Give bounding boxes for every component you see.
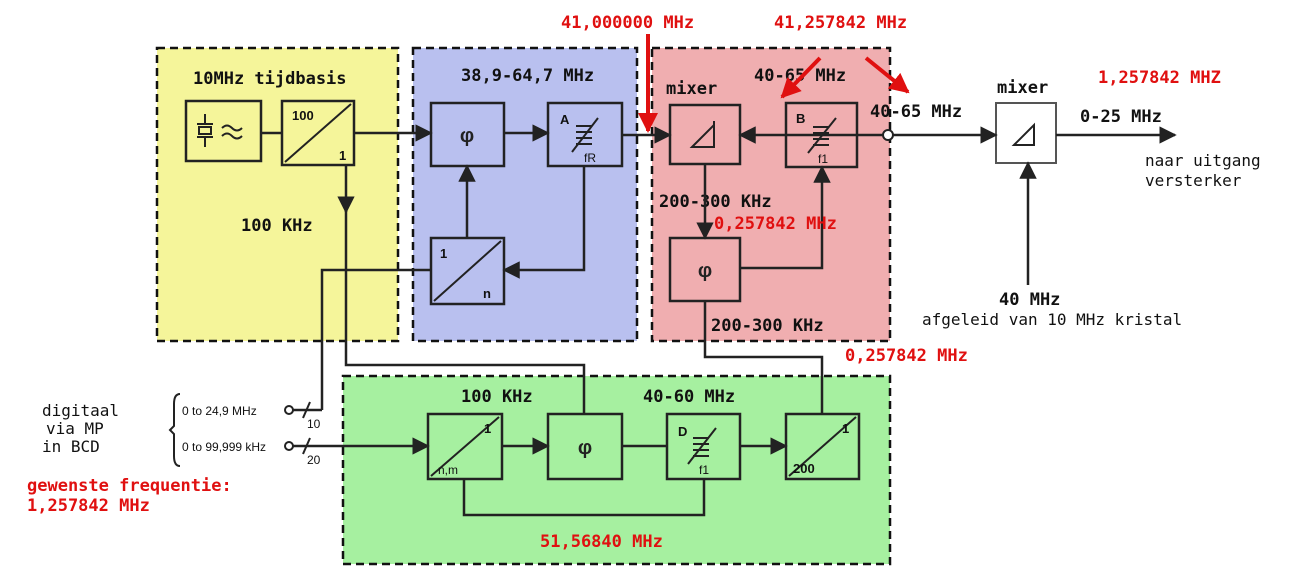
annot-a-freq: 41,000000 MHz xyxy=(561,13,694,33)
divider-nm-bottom: n,m xyxy=(438,463,458,477)
divider-1n-top: 1 xyxy=(440,246,447,261)
blue-region-title: 38,9-64,7 MHz xyxy=(461,66,594,86)
input-label-2: via MP xyxy=(46,419,104,438)
input-label-3: in BCD xyxy=(42,437,100,456)
annot-offset-freq: 0,257842 MHz xyxy=(714,214,837,234)
phase-detector-3-symbol: φ xyxy=(578,437,592,459)
right-mixer-label: mixer xyxy=(997,78,1048,98)
divider-1n-slash xyxy=(433,240,502,302)
vco-d-letter: D xyxy=(678,424,687,439)
timebase-region xyxy=(155,46,400,343)
vco-d-sub: f1 xyxy=(699,463,709,477)
mixer-1-symbol xyxy=(689,121,715,148)
divider-200-bottom: 200 xyxy=(793,461,815,476)
vco-b-sub: f1 xyxy=(818,152,828,166)
mixer-2-symbol xyxy=(1011,122,1035,146)
crystal-oscillator-block xyxy=(184,99,263,163)
divider-200-slash xyxy=(788,416,857,477)
green-pll-region xyxy=(341,374,892,566)
annot-b-arrow-2 xyxy=(864,56,910,94)
vco-d-tuning-icon xyxy=(687,427,717,465)
mixer-2-in-label: 40-65 MHz xyxy=(870,102,962,122)
red-200-300-label-b: 200-300 KHz xyxy=(711,316,824,336)
input-range-2: 0 to 99,999 kHz xyxy=(182,440,266,454)
green-100khz-label: 100 KHz xyxy=(461,387,533,407)
blue-pll-region xyxy=(411,46,639,343)
red-pll-region xyxy=(650,46,892,343)
vco-a-letter: A xyxy=(560,112,570,127)
input-brace xyxy=(168,393,181,467)
vco-a-tuning-icon xyxy=(571,117,599,153)
red-200-300-label-a: 200-300 KHz xyxy=(659,192,772,212)
crystal-icon xyxy=(197,114,243,147)
dest-line-1: naar uitgang xyxy=(1145,151,1261,170)
desired-freq-value: 1,257842 MHz xyxy=(27,496,150,516)
divider-1n-bottom: n xyxy=(483,286,491,301)
vco-a-sub: fR xyxy=(584,151,596,165)
input-range-1: 0 to 24,9 MHz xyxy=(182,404,257,418)
annot-output-freq: 1,257842 MHZ xyxy=(1098,68,1221,88)
timebase-out-label: 100 KHz xyxy=(241,216,313,236)
lo-line-2: afgeleid van 10 MHz kristal xyxy=(922,310,1182,329)
input-label-1: digitaal xyxy=(42,401,119,420)
annot-offset-freq-2: 0,257842 MHz xyxy=(845,346,968,366)
divider-100-bottom: 1 xyxy=(339,148,346,163)
annot-b-freq: 41,257842 MHz xyxy=(774,13,907,33)
vco-b-letter: B xyxy=(796,111,805,126)
annot-b-arrow-1 xyxy=(780,56,822,99)
annot-d-freq: 51,56840 MHz xyxy=(540,532,663,552)
desired-freq-label: gewenste frequentie: xyxy=(27,476,232,496)
dest-line-2: versterker xyxy=(1145,171,1242,190)
green-40-60-label: 40-60 MHz xyxy=(643,387,735,407)
red-mixer-label: mixer xyxy=(666,79,717,99)
mixer-2-out-label: 0-25 MHz xyxy=(1080,107,1162,127)
phase-detector-2-symbol: φ xyxy=(698,260,712,282)
divider-nm-top: 1 xyxy=(484,421,491,436)
phase-detector-1-symbol: φ xyxy=(460,125,474,147)
divider-200-top: 1 xyxy=(842,421,849,436)
divider-100-slash xyxy=(284,103,352,163)
timebase-title: 10MHz tijdbasis xyxy=(193,69,347,89)
divider-100-top: 100 xyxy=(292,108,314,123)
signal-wires xyxy=(284,124,1177,517)
lo-line-1: 40 MHz xyxy=(999,290,1060,310)
bus-width-2: 20 xyxy=(307,453,321,467)
divider-nm-slash xyxy=(430,416,500,477)
bus-width-1: 10 xyxy=(307,417,321,431)
